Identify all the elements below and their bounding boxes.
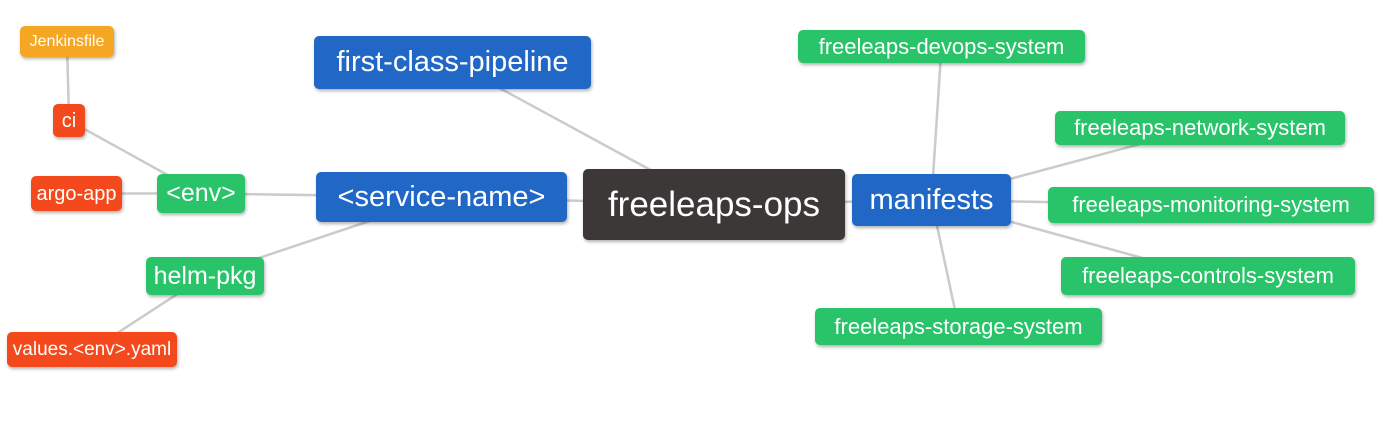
node-freeleaps-storage-system[interactable]: freeleaps-storage-system [815,308,1102,345]
node-freeleaps-controls-system[interactable]: freeleaps-controls-system [1061,257,1355,295]
node-first-class-pipeline[interactable]: first-class-pipeline [314,36,591,89]
node-helm-pkg[interactable]: helm-pkg [146,257,264,295]
node-freeleaps-monitoring-system[interactable]: freeleaps-monitoring-system [1048,187,1374,223]
node-jenkinsfile[interactable]: Jenkinsfile [20,26,114,57]
node-service-name[interactable]: <service-name> [316,172,567,222]
node-env[interactable]: <env> [157,174,245,213]
node-freeleaps-devops-system[interactable]: freeleaps-devops-system [798,30,1085,63]
node-argo-app[interactable]: argo-app [31,176,122,211]
node-ci[interactable]: ci [53,104,85,137]
node-freeleaps-network-system[interactable]: freeleaps-network-system [1055,111,1345,145]
node-freeleaps-ops[interactable]: freeleaps-ops [583,169,845,240]
node-manifests[interactable]: manifests [852,174,1011,226]
node-values-env-yaml[interactable]: values.<env>.yaml [7,332,177,367]
